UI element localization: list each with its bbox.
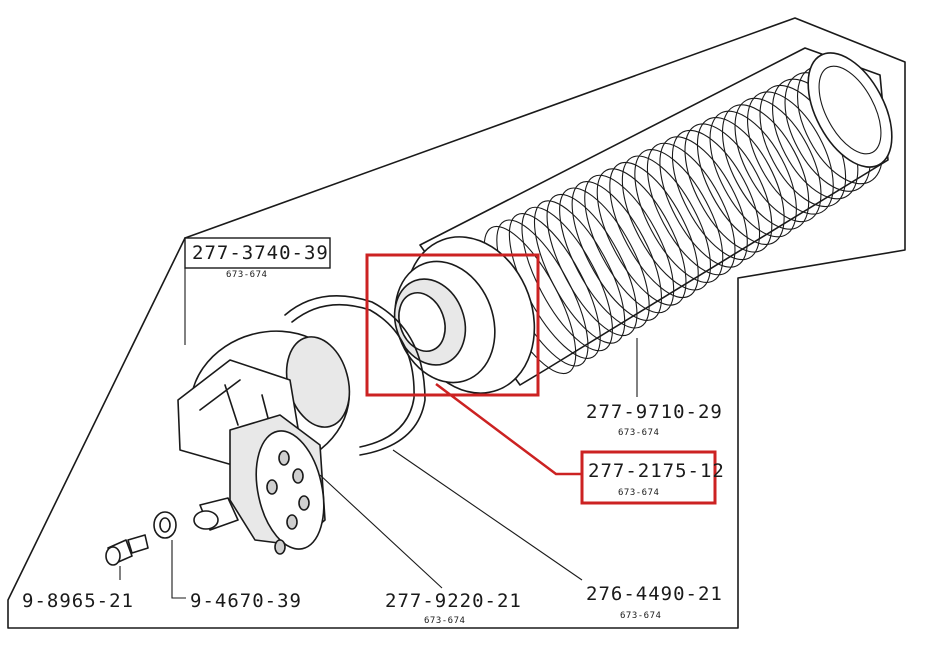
- bellows-rib: [596, 168, 687, 306]
- part-model: 673-674: [618, 488, 659, 498]
- pump-housing: [177, 330, 351, 555]
- bolt: [105, 534, 149, 566]
- highlight-connector: [435, 383, 582, 476]
- bellows-rib: [671, 129, 761, 261]
- washer: [153, 511, 177, 539]
- bellows-rib: [584, 174, 675, 314]
- part-label-8965: 9-8965-21: [22, 590, 134, 612]
- part-label-4490: 276-4490-21 673-674: [586, 583, 723, 621]
- part-label-2175: 277-2175-12 673-674: [588, 460, 725, 498]
- bellows-rib: [634, 149, 724, 283]
- bellows-rib: [559, 187, 650, 329]
- part-number: 277-2175-12: [588, 460, 725, 482]
- bellows-rib: [696, 117, 785, 245]
- bellows-rib: [646, 142, 736, 276]
- bellows-rib: [734, 97, 822, 223]
- part-label-4670: 9-4670-39: [190, 590, 302, 612]
- part-model: 673-674: [618, 428, 659, 438]
- part-number: 9-4670-39: [190, 590, 302, 612]
- bellows-rib: [521, 206, 613, 352]
- bellows-rib: [684, 123, 773, 253]
- bellows-rib: [546, 193, 638, 337]
- part-model: 673-674: [620, 611, 661, 621]
- part-number: 277-9220-21: [385, 590, 522, 612]
- part-label-9220: 277-9220-21 673-674: [385, 590, 522, 626]
- part-model: 673-674: [226, 270, 267, 280]
- highlight-box-label: [580, 450, 717, 505]
- part-number: 9-8965-21: [22, 590, 134, 612]
- leader-lines: [119, 268, 638, 599]
- part-label-9710: 277-9710-29 673-674: [586, 401, 723, 438]
- bellows-rib: [533, 200, 626, 344]
- bellows-rib: [709, 110, 797, 238]
- bellows-rib: [659, 136, 748, 268]
- clamp-ring: [284, 295, 426, 456]
- diagram-frame: [7, 17, 906, 629]
- part-number: 277-9710-29: [586, 401, 723, 423]
- bellows-rib: [721, 104, 810, 230]
- part-model: 673-674: [424, 616, 465, 626]
- bellows-rib: [747, 91, 834, 215]
- part-number: 277-3740-39: [192, 242, 329, 264]
- bellows-rib: [571, 181, 663, 321]
- highlight: [365, 253, 717, 505]
- part-number: 276-4490-21: [586, 583, 723, 605]
- bellows-rib: [621, 155, 711, 291]
- bellows-rib: [609, 161, 699, 299]
- boot-bellows: [393, 47, 893, 394]
- part-label-3740: 277-3740-39 673-674: [184, 237, 331, 280]
